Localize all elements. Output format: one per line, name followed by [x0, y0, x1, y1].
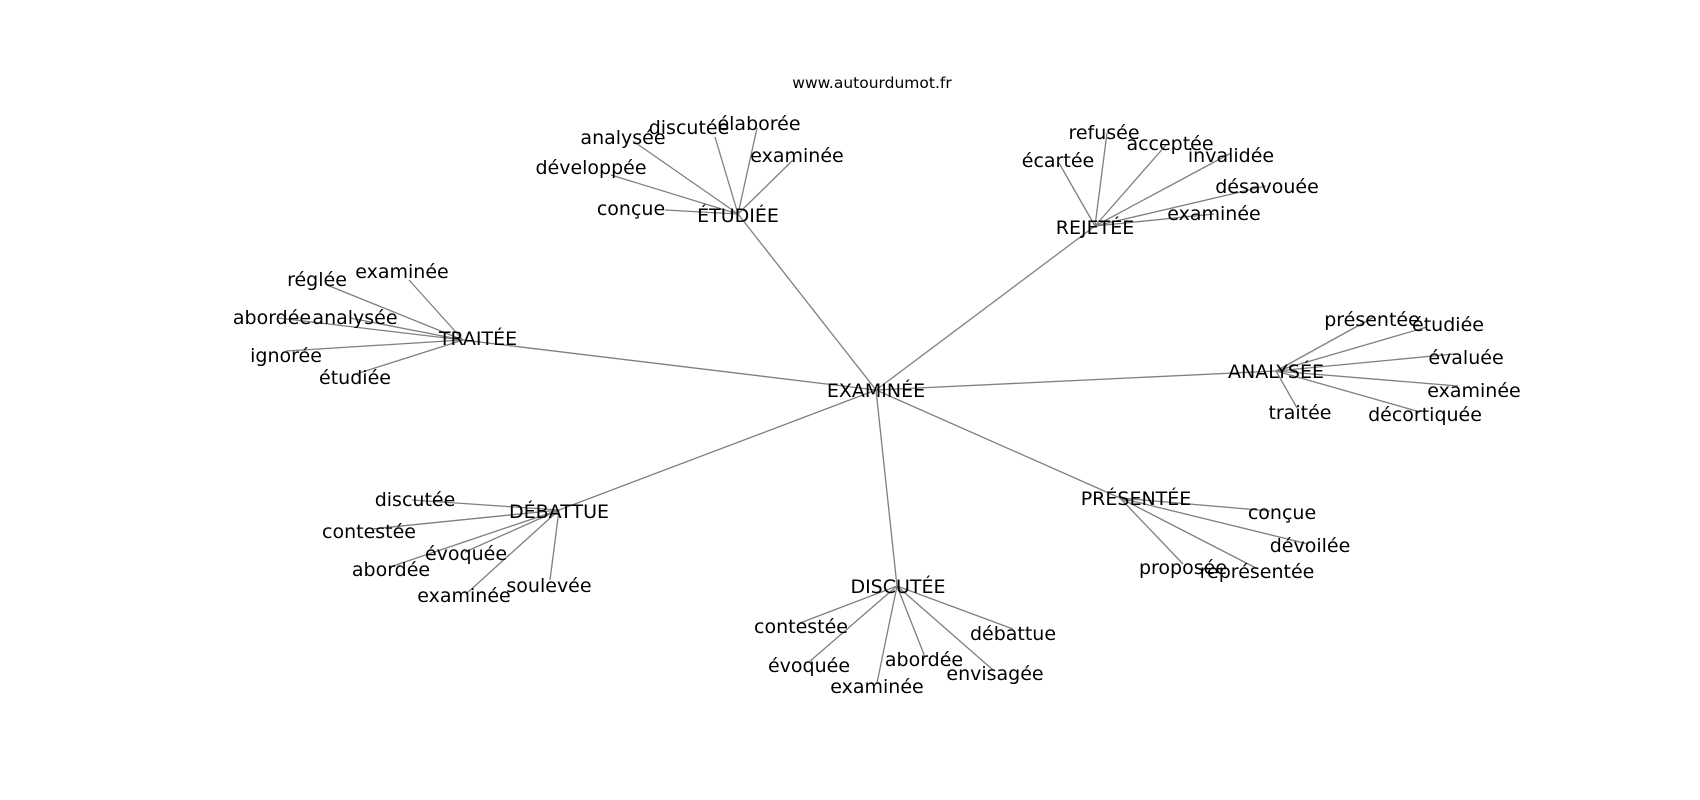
leaf-word: abordée: [352, 559, 430, 581]
hub-word: TRAITÉE: [438, 327, 517, 350]
hub-leaf-edge: [1094, 152, 1232, 227]
hub-leaf-edge: [1119, 497, 1257, 569]
leaf-word: abordée: [885, 649, 963, 671]
center-hub-edge: [875, 389, 898, 587]
leaf-word: étudiée: [1412, 314, 1484, 336]
leaf-word: contestée: [322, 521, 416, 543]
leaf-word: examinée: [830, 676, 923, 698]
leaf-word: examinée: [417, 585, 510, 607]
hub-word: ÉTUDIÉE: [697, 204, 779, 227]
leaf-word: réglée: [287, 269, 347, 291]
hub-leaf-edge: [1094, 185, 1267, 227]
leaf-word: développée: [535, 157, 646, 179]
leaf-word: envisagée: [946, 663, 1043, 685]
hub-word: PRÉSENTÉE: [1081, 487, 1192, 510]
hub-leaf-edge: [610, 174, 739, 215]
center-hub-edge: [875, 225, 1096, 391]
leaf-word: ignorée: [250, 345, 322, 367]
hub-leaf-edge: [876, 585, 898, 684]
leaf-word: soulevée: [506, 575, 591, 597]
leaf-word: discutée: [649, 117, 730, 139]
leaf-word: analysée: [580, 127, 665, 149]
leaf-word: conçue: [597, 198, 665, 220]
hub-word: REJETÉE: [1056, 216, 1134, 239]
hub-leaf-edge: [1275, 370, 1298, 409]
leaf-word: désavouée: [1215, 176, 1319, 198]
leaf-word: évoquée: [425, 543, 507, 565]
graph-labels: EXAMINÉE ÉTUDIÉEélaboréediscutéeanalysée…: [233, 113, 1521, 698]
hub-leaf-edge: [549, 509, 560, 581]
hub-leaf-edge: [737, 127, 758, 215]
leaf-word: débattue: [970, 623, 1056, 645]
hub-leaf-edge: [1275, 316, 1375, 372]
leaf-word: acceptée: [1126, 133, 1213, 155]
site-url: www.autourdumot.fr: [792, 74, 952, 92]
center-hub-edge: [558, 389, 877, 511]
hub-leaf-edge: [1275, 353, 1455, 372]
hub-leaf-edge: [1094, 213, 1215, 227]
hub-leaf-edge: [408, 279, 464, 341]
leaf-word: contestée: [754, 616, 848, 638]
leaf-word: présentée: [1324, 309, 1420, 331]
leaf-word: discutée: [375, 489, 456, 511]
hub-leaf-edge: [355, 339, 464, 375]
center-hub-edge: [875, 370, 1277, 391]
leaf-word: décortiquée: [1368, 404, 1482, 426]
hub-leaf-edge: [1094, 132, 1108, 227]
hub-leaf-edge: [465, 509, 560, 595]
hub-leaf-edge: [737, 159, 794, 215]
hub-word: DÉBATTUE: [509, 500, 609, 523]
hub-leaf-edge: [1058, 162, 1096, 227]
hub-leaf-edge: [285, 339, 464, 352]
center-hub-edge: [462, 339, 877, 391]
hub-leaf-edge: [371, 509, 560, 530]
hub-leaf-edge: [349, 317, 464, 341]
hub-leaf-edge: [1275, 370, 1459, 387]
leaf-word: étudiée: [319, 367, 391, 389]
leaf-word: examinée: [355, 261, 448, 283]
leaf-word: examinée: [1167, 203, 1260, 225]
hub-leaf-edge: [1094, 144, 1167, 227]
leaf-word: refusée: [1068, 122, 1139, 144]
hub-leaf-edge: [896, 585, 1014, 630]
hub-leaf-edge: [664, 209, 739, 215]
hub-leaf-edge: [632, 140, 739, 215]
leaf-word: élaborée: [717, 113, 800, 135]
hub-word: ANALYSÉE: [1228, 360, 1324, 383]
hub-leaf-edge: [1119, 497, 1309, 545]
leaf-word: abordée: [233, 307, 311, 329]
center-hub-edge: [737, 213, 877, 391]
hub-leaf-edge: [714, 136, 739, 215]
hub-leaf-edge: [808, 585, 898, 663]
hub-leaf-edge: [1119, 497, 1271, 512]
hub-leaf-edge: [411, 499, 560, 511]
hub-leaf-edge: [1275, 370, 1421, 413]
hub-leaf-edge: [464, 509, 560, 553]
center-hub-edge: [875, 389, 1121, 499]
hub-leaf-edge: [896, 585, 926, 658]
leaf-word: évoquée: [768, 655, 850, 677]
leaf-word: invalidée: [1188, 145, 1274, 167]
hub-leaf-edge: [389, 509, 560, 568]
hub-leaf-edge: [799, 585, 898, 624]
leaf-word: analysée: [312, 307, 397, 329]
leaf-word: écartée: [1022, 150, 1094, 172]
leaf-word: examinée: [1427, 380, 1520, 402]
hub-leaf-edge: [896, 585, 994, 671]
hub-word: DISCUTÉE: [850, 575, 945, 598]
center-word: EXAMINÉE: [827, 379, 925, 402]
leaf-word: traitée: [1268, 402, 1331, 424]
hub-leaf-edge: [326, 284, 464, 341]
leaf-word: dévoilée: [1270, 535, 1351, 557]
leaf-word: conçue: [1248, 502, 1316, 524]
leaf-word: évaluée: [1428, 347, 1503, 369]
graph-edges: [277, 127, 1459, 684]
hub-leaf-edge: [1119, 497, 1184, 565]
hub-leaf-edge: [277, 317, 464, 341]
leaf-word: proposée: [1139, 557, 1227, 579]
leaf-word: représentée: [1200, 561, 1315, 583]
leaf-word: examinée: [750, 145, 843, 167]
hub-leaf-edge: [1275, 326, 1428, 372]
